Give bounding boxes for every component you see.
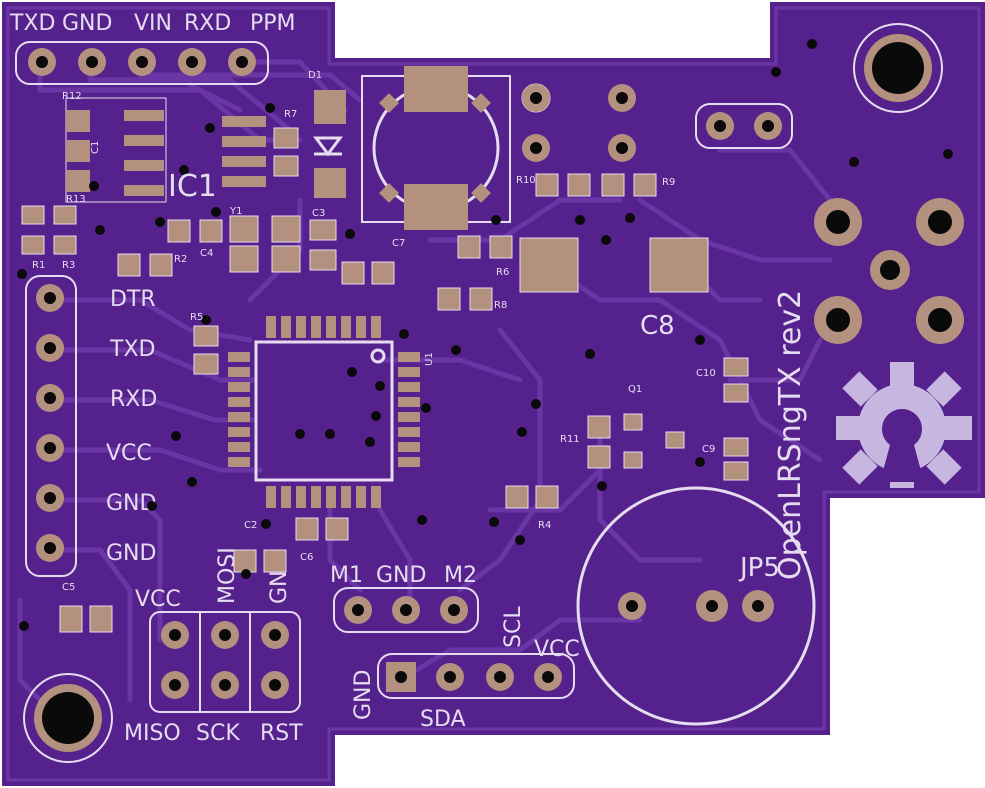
th-pads-r9-r10 (522, 84, 636, 162)
vias (17, 39, 953, 631)
ref-r11: R11 (560, 434, 580, 445)
board-edge (6, 6, 981, 782)
rf-connector (814, 198, 964, 344)
ref-c10: C10 (696, 368, 716, 379)
ref-r2: R2 (174, 254, 187, 265)
i2c-header (377, 653, 575, 699)
label-top-gnd: GND (62, 11, 112, 36)
ref-c5: C5 (62, 582, 75, 593)
ref-r3: R3 (62, 260, 75, 271)
board-title: OpenLRSngTX rev2 (773, 290, 808, 580)
label-left-dtr: DTR (110, 287, 156, 312)
ref-d1: D1 (308, 70, 322, 81)
label-i2c-gnd: GND (351, 670, 376, 720)
buzzer-jp5 (576, 486, 816, 726)
header-2pin (695, 103, 793, 149)
ref-r6: R6 (496, 267, 509, 278)
ref-y1: Y1 (229, 206, 242, 217)
label-left-txd: TXD (109, 337, 155, 362)
module-header (333, 587, 479, 633)
ref-r4: R4 (538, 520, 551, 531)
label-module-gnd: GND (376, 563, 426, 588)
label-module-m2: M2 (444, 563, 477, 588)
label-i2c-scl: SCL (501, 606, 526, 648)
ref-c8: C8 (640, 311, 675, 341)
label-top-txd: TXD (9, 11, 55, 36)
open-hardware-logo (836, 362, 972, 488)
label-isp-rst: RST (260, 721, 303, 746)
ref-r7: R7 (284, 109, 297, 120)
ref-c3: C3 (312, 208, 325, 219)
diode-d1 (313, 90, 346, 198)
mounting-hole-bottom-left (23, 673, 113, 763)
ref-r13: R13 (66, 194, 86, 205)
isp-header (149, 611, 301, 713)
label-left-gnd-2: GND (106, 541, 156, 566)
ref-r9: R9 (662, 177, 675, 188)
ref-jp5: JP5 (738, 553, 780, 583)
ref-r12: R12 (62, 91, 82, 102)
ref-ic1: IC1 (168, 169, 217, 204)
label-top-ppm: PPM (250, 11, 296, 36)
label-top-vin: VIN (134, 11, 172, 36)
label-left-vcc: VCC (106, 441, 152, 466)
mounting-hole-top-right (853, 23, 943, 113)
inductor-c7 (361, 66, 511, 230)
label-left-rxd: RXD (110, 387, 157, 412)
ref-c9: C9 (702, 444, 715, 455)
label-i2c-vcc: VCC (534, 637, 580, 662)
label-module-m1: M1 (330, 563, 363, 588)
ref-c2: C2 (244, 520, 257, 531)
ref-q1: Q1 (628, 384, 642, 395)
label-top-rxd: RXD (184, 11, 231, 36)
mcu-u1 (228, 316, 420, 508)
ic1-package (65, 97, 266, 203)
header-left (25, 275, 77, 577)
ref-u1: U1 (424, 352, 435, 366)
label-isp-miso: MISO (124, 721, 181, 746)
ref-r10: R10 (516, 175, 536, 186)
smd-passives (21, 83, 749, 633)
ref-c4: C4 (200, 248, 213, 259)
label-isp-sck: SCK (196, 721, 240, 746)
label-i2c-sda: SDA (420, 707, 466, 732)
ref-r1: R1 (32, 260, 45, 271)
label-isp-vcc: VCC (135, 587, 181, 612)
ref-r5: R5 (190, 312, 203, 323)
ref-c1: C1 (90, 141, 101, 154)
ref-r8: R8 (494, 300, 507, 311)
ref-c6: C6 (300, 552, 313, 563)
header-top (15, 41, 269, 85)
ref-c7: C7 (392, 238, 405, 249)
